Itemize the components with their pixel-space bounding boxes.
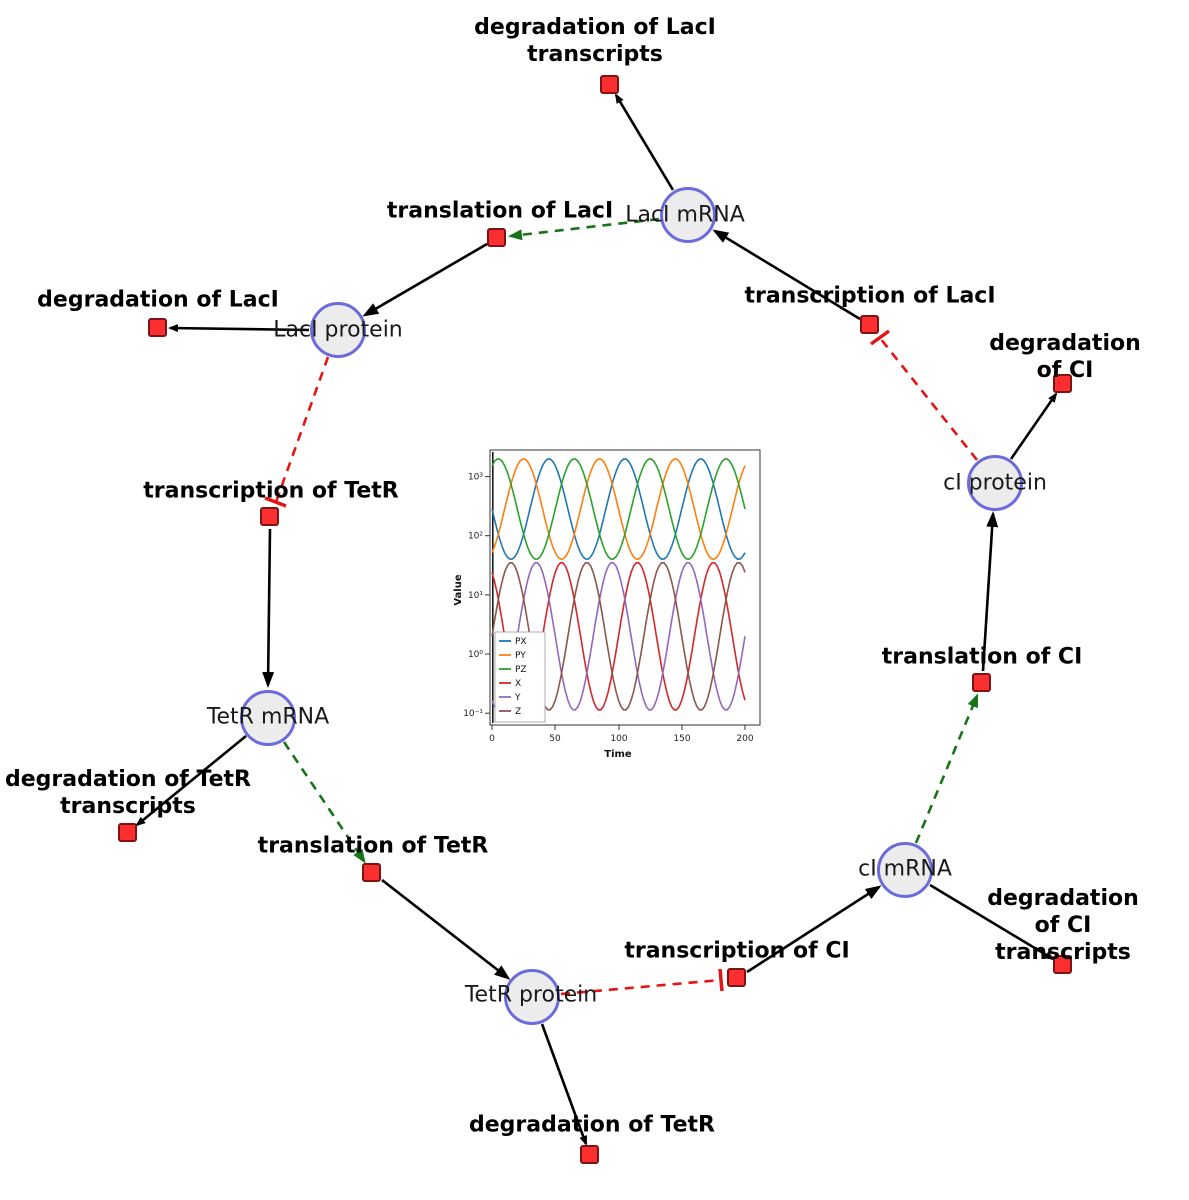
- edge-tetr-protein-inhibits-transcription-of-ci: [560, 978, 722, 996]
- edge-transcription-of-tetr-to-tetr-mrna: [262, 528, 275, 688]
- edge-ci-protein-to-degradation-of-ci: [1009, 392, 1058, 460]
- edge-translation-of-ci-to-ci-protein: [981, 511, 999, 672]
- series-curve-y: [491, 562, 746, 711]
- edge-ci-mrna-to-degradation-of-ci-transcripts: [929, 883, 1055, 961]
- y-tick-1e2: 10²: [468, 532, 483, 542]
- y-axis-ticks: 10³ 10² 10¹ 10⁰ 10⁻¹: [463, 473, 490, 719]
- x-tick-100: 100: [610, 734, 627, 744]
- edge-laci-mrna-to-degradation-of-laci-transcripts: [614, 93, 675, 191]
- y-axis-title: Value: [453, 574, 464, 605]
- edge-laci-mrna-activates-translation-of-laci: [508, 217, 660, 241]
- edge-ci-protein-inhibits-transcription-of-laci: [878, 337, 979, 461]
- legend-label-py: PY: [515, 651, 526, 661]
- species-node-laci-protein[interactable]: [310, 302, 366, 358]
- legend-label-y: Y: [514, 693, 521, 703]
- reaction-node-transcription-of-ci[interactable]: [727, 968, 746, 987]
- reaction-label-degradation-of-ci-transcripts: degradation of CI transcripts: [987, 885, 1139, 965]
- reaction-label-degradation-of-laci: degradation of LacI: [37, 287, 279, 313]
- reaction-label-degradation-of-tetr-transcripts: degradation of TetR transcripts: [4, 767, 252, 819]
- reaction-label-translation-of-laci: translation of LacI: [386, 198, 614, 224]
- edge-tetr-protein-to-degradation-of-tetr: [540, 1023, 588, 1146]
- y-tick-1e3: 10³: [468, 473, 483, 483]
- species-label-laci-mrna: LacI mRNA: [625, 202, 745, 228]
- edge-transcription-of-ci-to-ci-mrna: [746, 885, 882, 974]
- series-curve-py: [491, 458, 746, 560]
- reaction-node-transcription-of-laci[interactable]: [860, 315, 879, 334]
- reaction-node-degradation-of-laci[interactable]: [148, 318, 167, 337]
- species-node-tetr-protein[interactable]: [504, 969, 560, 1025]
- reaction-label-transcription-of-laci: transcription of LacI: [744, 283, 996, 309]
- x-tick-200: 200: [736, 734, 753, 744]
- series-curve-px: [491, 458, 746, 560]
- reaction-label-translation-of-ci: translation of CI: [881, 644, 1083, 670]
- x-tick-50: 50: [549, 734, 561, 744]
- edge-translation-of-tetr-to-tetr-protein: [381, 878, 511, 980]
- reaction-node-translation-of-tetr[interactable]: [362, 863, 381, 882]
- edge-tetr-mrna-activates-translation-of-tetr: [282, 741, 366, 864]
- reaction-node-transcription-of-tetr[interactable]: [260, 507, 279, 526]
- reaction-label-translation-of-tetr: translation of TetR: [257, 833, 489, 859]
- reaction-node-degradation-of-laci-transcripts[interactable]: [600, 75, 619, 94]
- species-node-ci-protein[interactable]: [967, 455, 1023, 511]
- reaction-node-translation-of-ci[interactable]: [972, 673, 991, 692]
- reaction-node-degradation-of-ci-transcripts[interactable]: [1053, 955, 1072, 974]
- species-label-laci-protein: LacI protein: [273, 317, 403, 343]
- inset-simulation-chart: 10³ 10² 10¹ 10⁰ 10⁻¹ 0 50 100 150 200 Ti: [450, 440, 780, 770]
- reaction-label-degradation-of-ci: degradation of CI: [989, 331, 1141, 383]
- inset-chart-svg: 10³ 10² 10¹ 10⁰ 10⁻¹ 0 50 100 150 200 Ti: [453, 449, 761, 760]
- legend-label-px: PX: [515, 637, 527, 647]
- legend-box: [494, 631, 546, 723]
- reaction-node-translation-of-laci[interactable]: [487, 228, 506, 247]
- inhibition-tbar-transcription-of-laci: [869, 329, 891, 346]
- species-node-laci-mrna[interactable]: [660, 187, 716, 243]
- inhibition-tbar-transcription-of-ci: [718, 968, 724, 992]
- reaction-label-transcription-of-tetr: transcription of TetR: [143, 478, 399, 504]
- edge-laci-protein-inhibits-transcription-of-tetr: [274, 356, 330, 503]
- edge-transcription-of-laci-to-laci-mrna: [712, 229, 861, 321]
- legend-label-x: X: [515, 679, 521, 689]
- species-node-tetr-mrna[interactable]: [240, 690, 296, 746]
- legend-label-pz: PZ: [515, 665, 527, 675]
- chart-legend: PX PY PZ X Y Z: [494, 631, 546, 723]
- inhibition-tbar-transcription-of-tetr: [264, 496, 287, 508]
- x-axis-ticks: 0 50 100 150 200: [489, 725, 754, 744]
- series-curve-pz: [491, 458, 746, 560]
- reaction-node-degradation-of-ci[interactable]: [1053, 374, 1072, 393]
- edge-ci-mrna-activates-translation-of-ci: [914, 693, 979, 844]
- edge-translation-of-laci-to-laci-protein: [362, 242, 488, 317]
- y-tick-1e-1: 10⁻¹: [463, 709, 483, 719]
- species-node-ci-mrna[interactable]: [877, 842, 933, 898]
- reaction-label-degradation-of-tetr: degradation of TetR: [468, 1112, 716, 1138]
- x-tick-0: 0: [489, 734, 495, 744]
- species-label-ci-mrna: cI mRNA: [858, 856, 952, 882]
- species-label-tetr-mrna: TetR mRNA: [206, 704, 330, 730]
- reaction-node-degradation-of-tetr-transcripts[interactable]: [118, 823, 137, 842]
- reaction-label-transcription-of-ci: transcription of CI: [624, 938, 850, 964]
- legend-label-z: Z: [515, 707, 521, 717]
- edge-tetr-mrna-to-degradation-of-tetr-transcripts: [135, 734, 247, 827]
- x-axis-title: Time: [604, 749, 632, 760]
- reaction-label-degradation-of-laci-transcripts: degradation of LacI transcripts: [474, 15, 716, 67]
- reaction-node-degradation-of-tetr[interactable]: [580, 1145, 599, 1164]
- edge-laci-protein-to-degradation-of-laci: [168, 324, 310, 333]
- y-tick-1e1: 10¹: [468, 591, 483, 601]
- y-tick-1e0: 10⁰: [468, 650, 483, 660]
- species-label-tetr-protein: TetR protein: [464, 982, 598, 1008]
- x-tick-150: 150: [673, 734, 690, 744]
- species-label-ci-protein: cI protein: [943, 470, 1047, 496]
